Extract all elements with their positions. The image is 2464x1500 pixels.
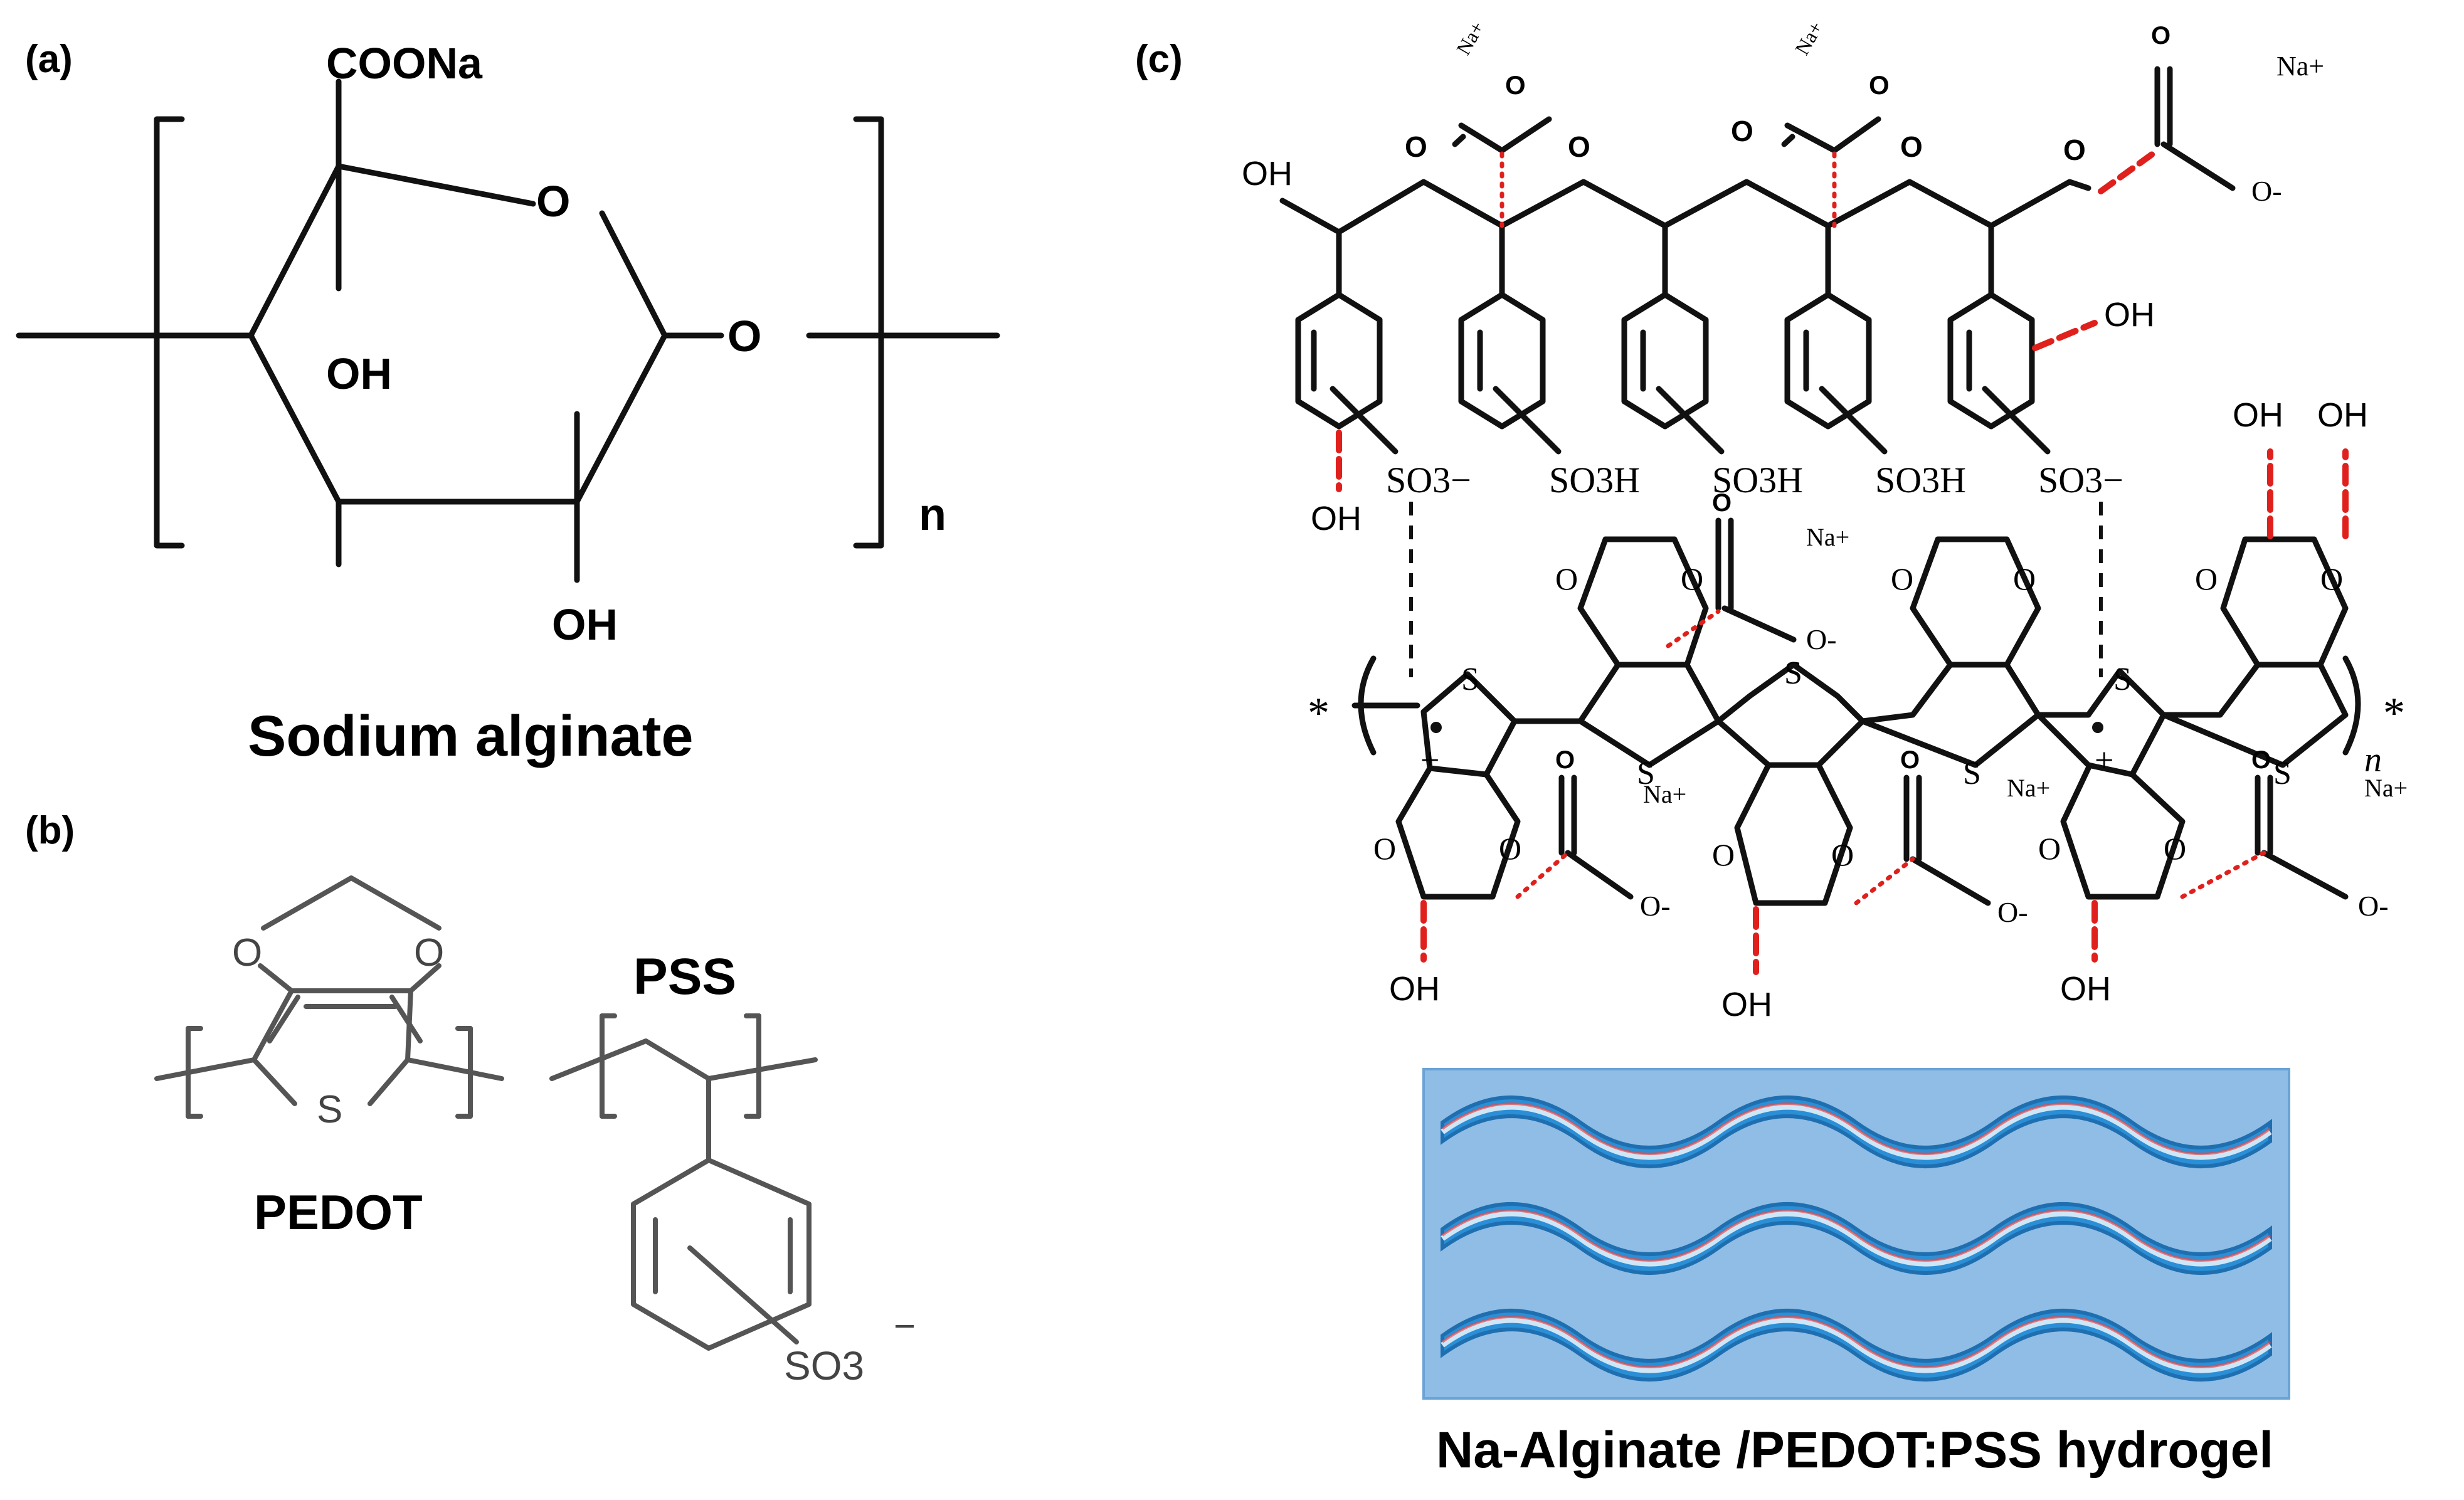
panel-a: (a) n COONa O O OH OH Sodium alginate bbox=[16, 38, 1000, 768]
pss-so3: SO3 bbox=[784, 1343, 864, 1388]
so3h-2: SO3H bbox=[1712, 460, 1803, 500]
oh-up-2: OH bbox=[2317, 396, 2368, 434]
o-up-6: O bbox=[2320, 561, 2343, 596]
o-top-2: O bbox=[1505, 70, 1526, 100]
o-top-8: O bbox=[2151, 22, 2171, 50]
so3-minus-1: SO3− bbox=[1386, 460, 1471, 500]
s-3: S bbox=[1784, 655, 1802, 691]
o-minus-top: O- bbox=[2251, 175, 2282, 207]
na-top-3: Na+ bbox=[2276, 51, 2324, 82]
o-up-1: O bbox=[1555, 561, 1578, 596]
group-oh-1: OH bbox=[326, 349, 392, 398]
o-dn-2: O bbox=[1499, 831, 1521, 866]
hydrogel-caption: Na-Alginate /PEDOT:PSS hydrogel bbox=[1436, 1422, 2273, 1479]
star-left: * bbox=[1308, 689, 1330, 737]
pedot-chain: * * n S S S S S S + + bbox=[1308, 396, 2408, 1023]
panel-a-label: (a) bbox=[25, 38, 73, 81]
s-4: S bbox=[1963, 756, 1981, 791]
phenyl-rings bbox=[1295, 223, 2051, 455]
o-dn-4: O bbox=[1831, 837, 1854, 872]
oh-dn-2: OH bbox=[1721, 986, 1772, 1023]
o-dn-3: O bbox=[1712, 837, 1735, 872]
s-2: S bbox=[1637, 756, 1655, 791]
o-dn-c3: O bbox=[2251, 746, 2271, 774]
o-dn-6: O bbox=[2164, 831, 2186, 866]
o-minus-dn-3: O- bbox=[2358, 890, 2389, 922]
repeat-n-c: n bbox=[2364, 741, 2382, 779]
o-minus-dn-1: O- bbox=[1640, 890, 1671, 922]
so3-minus-2: SO3− bbox=[2038, 460, 2123, 500]
pedot-o-left: O bbox=[232, 931, 262, 974]
o-dn-5: O bbox=[2038, 831, 2061, 866]
pedot-o-right: O bbox=[414, 931, 444, 974]
o-up-2: O bbox=[1681, 561, 1703, 596]
ring-oxygen: O bbox=[536, 177, 570, 226]
na-dn-2: Na+ bbox=[2007, 774, 2050, 802]
oh-up-1: OH bbox=[2233, 396, 2283, 434]
na-dn-1: Na+ bbox=[1643, 780, 1686, 808]
panel-c-label: (c) bbox=[1135, 38, 1183, 81]
o-top-1: O bbox=[1405, 130, 1427, 163]
s-5: S bbox=[2113, 662, 2132, 697]
oh-top-left: OH bbox=[1242, 155, 1293, 193]
o-dn-1: O bbox=[1373, 831, 1396, 866]
o-dn-c1: O bbox=[1555, 746, 1575, 774]
oh-dn-1: OH bbox=[1389, 970, 1440, 1008]
so3h-1: SO3H bbox=[1549, 460, 1640, 500]
s-1: S bbox=[1461, 662, 1479, 697]
panel-b-label: (b) bbox=[25, 809, 75, 852]
na-top-1: Na+ bbox=[1452, 18, 1489, 59]
hydrogel-fibers bbox=[1441, 1096, 2272, 1381]
o-top-6: O bbox=[1900, 130, 1923, 163]
pss-backbone: OH SO3− SO3H SO3H SO3H SO3− bbox=[1242, 18, 2324, 537]
pedot-label: PEDOT bbox=[254, 1185, 423, 1240]
bracket-left bbox=[154, 116, 185, 549]
o-up-5: O bbox=[2195, 561, 2218, 596]
panel-b: (b) O O S PEDOT PSS SO3 − bbox=[25, 809, 916, 1388]
o-minus-mid: O- bbox=[1806, 623, 1837, 655]
group-oh-2: OH bbox=[552, 600, 618, 649]
title-sodium-alginate: Sodium alginate bbox=[248, 704, 694, 768]
na-dn-3: Na+ bbox=[2364, 774, 2408, 802]
so3h-3: SO3H bbox=[1875, 460, 1966, 500]
o-minus-dn-2: O- bbox=[1997, 896, 2028, 928]
o-dn-c2: O bbox=[1900, 746, 1920, 774]
o-top-7: O bbox=[2063, 134, 2086, 166]
hydrogel-illustration: Na-Alginate /PEDOT:PSS hydrogel bbox=[1422, 1068, 2290, 1479]
na-top-2: Na+ bbox=[1790, 18, 1827, 59]
bracket-right bbox=[853, 116, 884, 549]
pss-structure: PSS SO3 − bbox=[549, 948, 916, 1388]
pedot-s: S bbox=[317, 1088, 342, 1131]
group-coona: COONa bbox=[326, 39, 483, 88]
s-6: S bbox=[2273, 756, 2292, 791]
o-top-3: O bbox=[1568, 130, 1590, 163]
pss-charge: − bbox=[894, 1305, 916, 1347]
o-top-5: O bbox=[1869, 70, 1890, 100]
o-up-4: O bbox=[2013, 561, 2036, 596]
pedot-structure: O O S PEDOT bbox=[154, 875, 504, 1240]
pss-label: PSS bbox=[633, 948, 736, 1005]
o-top-4: O bbox=[1731, 115, 1753, 147]
link-oxygen: O bbox=[727, 312, 761, 361]
repeat-n: n bbox=[919, 490, 946, 540]
oh-left-phenyl: OH bbox=[1311, 500, 1362, 537]
plus-2: + bbox=[2095, 741, 2113, 779]
panel-c: (c) OH SO3− SO3H SO3H SO3H SO3− bbox=[1135, 18, 2408, 1479]
o-mid: O bbox=[1712, 489, 1732, 517]
oh-right-phenyl: OH bbox=[2104, 296, 2155, 334]
star-right: * bbox=[2383, 689, 2405, 737]
na-mid-1: Na+ bbox=[1806, 523, 1849, 551]
o-up-3: O bbox=[1891, 561, 1913, 596]
oh-dn-3: OH bbox=[2060, 970, 2111, 1008]
